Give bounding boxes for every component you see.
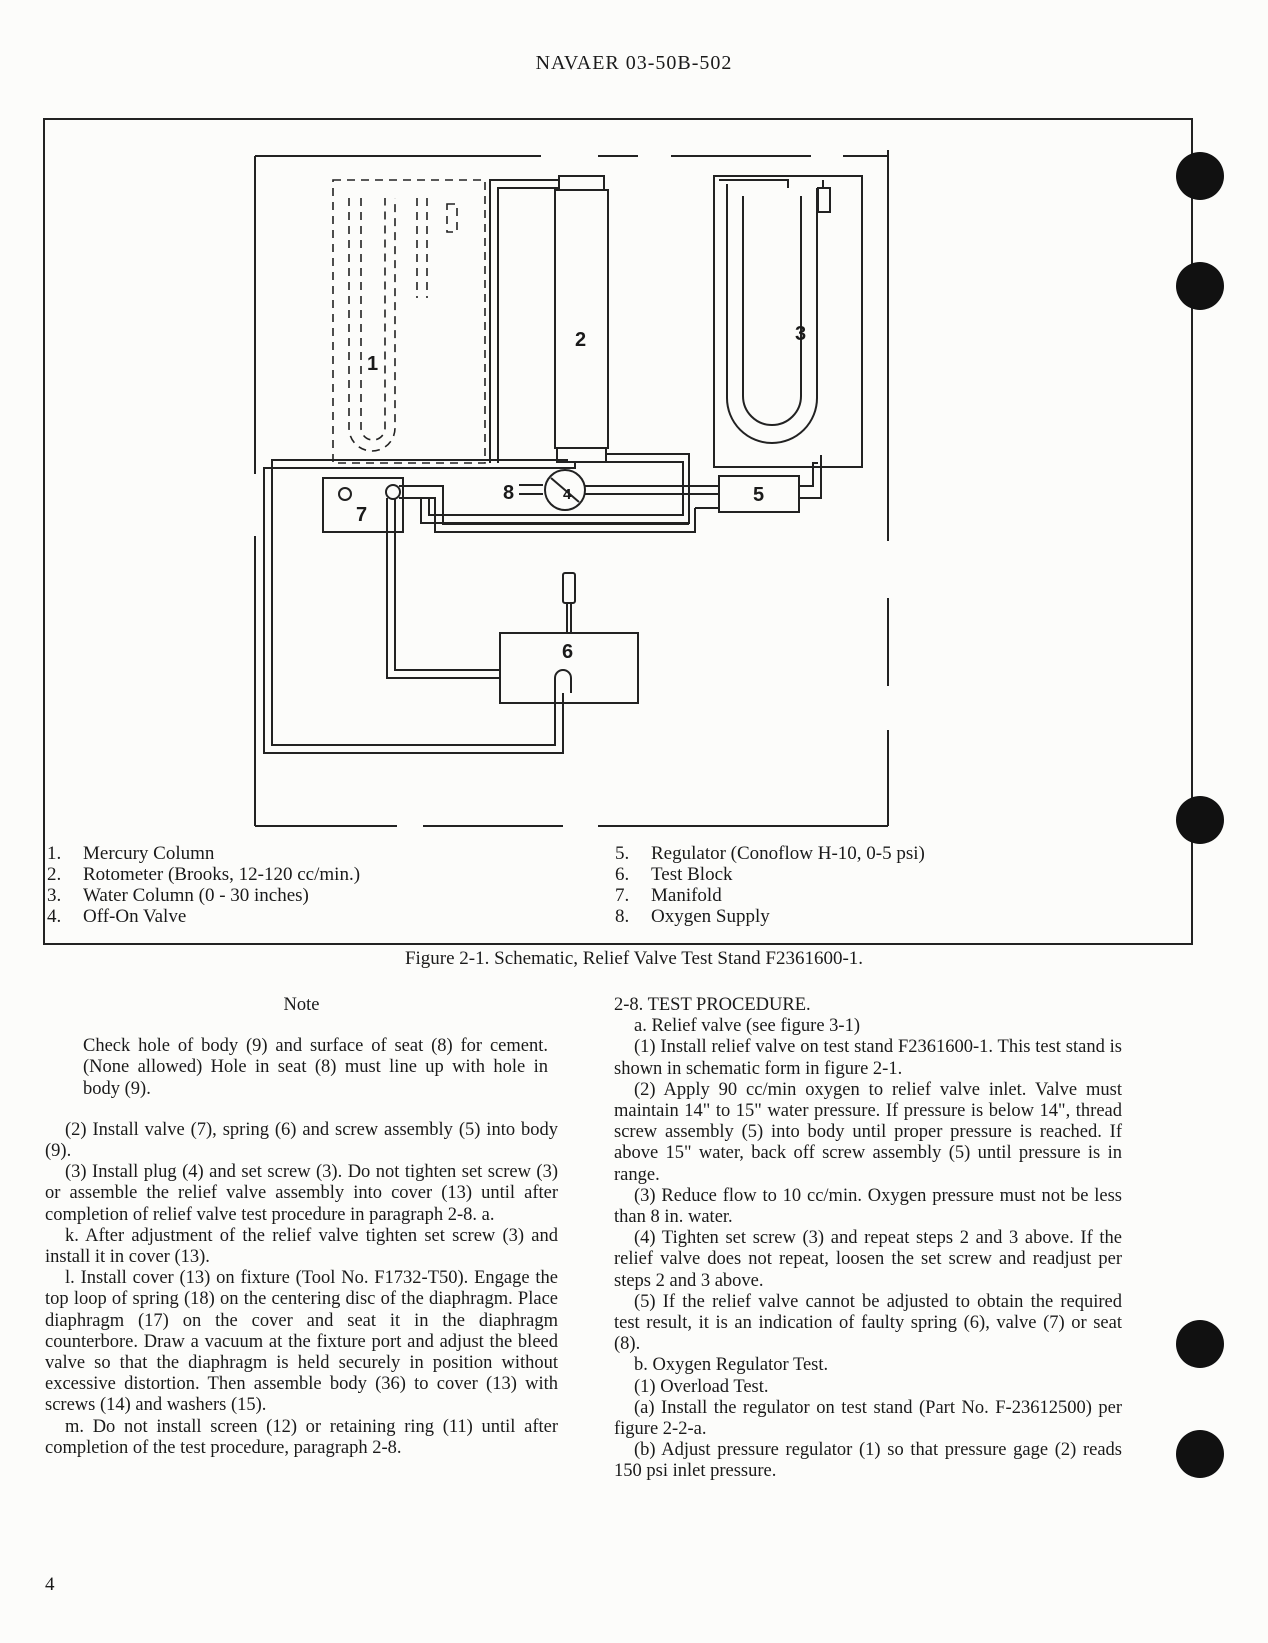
legend-number: 4. [47, 906, 62, 927]
label-2: 2 [575, 329, 586, 351]
label-1: 1 [367, 353, 378, 375]
regulator [718, 475, 800, 513]
label-8: 8 [503, 482, 514, 504]
paragraph: (5) If the relief valve cannot be adjust… [614, 1291, 1122, 1355]
punch-hole [1176, 152, 1224, 200]
paragraph: (2) Install valve (7), spring (6) and sc… [45, 1119, 558, 1162]
legend-text: Mercury Column [83, 843, 215, 864]
punch-hole [1176, 262, 1224, 310]
legend-text: Off-On Valve [83, 906, 187, 927]
left-column: Note Check hole of body (9) and surface … [45, 995, 558, 1459]
figure-caption: Figure 2-1. Schematic, Relief Valve Test… [404, 948, 864, 969]
paragraph: (3) Install plug (4) and set screw (3). … [45, 1162, 558, 1225]
paragraph: (1) Install relief valve on test stand F… [614, 1037, 1122, 1079]
legend-item: 6. Test Block [615, 864, 925, 885]
legend-item: 5. Regulator (Conoflow H-10, 0-5 psi) [615, 843, 925, 864]
legend-item: 3. Water Column (0 - 30 inches) [47, 885, 360, 906]
legend-text: Rotometer (Brooks, 12-120 cc/min.) [83, 864, 361, 885]
legend-number: 6. [615, 864, 630, 885]
paragraph: l. Install cover (13) on fixture (Tool N… [45, 1268, 558, 1416]
label-4: 4 [563, 486, 572, 503]
legend-text: Water Column (0 - 30 inches) [83, 885, 309, 906]
document-number: NAVAER 03-50B-502 [535, 52, 733, 74]
paragraph: (2) Apply 90 cc/min oxygen to relief val… [614, 1079, 1122, 1185]
rotometer [554, 175, 609, 463]
paragraph: b. Oxygen Regulator Test. [634, 1355, 829, 1376]
label-7: 7 [356, 504, 367, 526]
paragraph: k. After adjustment of the relief valve … [45, 1225, 558, 1268]
legend-text: Regulator (Conoflow H-10, 0-5 psi) [651, 843, 925, 864]
legend-number: 2. [47, 864, 62, 885]
section-title: 2-8. TEST PROCEDURE. [614, 995, 811, 1015]
page-number: 4 [45, 1574, 55, 1595]
label-5: 5 [753, 484, 764, 506]
paragraph: a. Relief valve (see figure 3-1) [634, 1016, 861, 1037]
water-column [713, 175, 863, 468]
legend-text: Oxygen Supply [651, 906, 770, 927]
schematic-diagram: 1 2 3 4 5 6 7 8 [254, 150, 889, 827]
legend-number: 8. [615, 906, 630, 927]
legend-text: Manifold [651, 885, 722, 906]
paragraph: (1) Overload Test. [634, 1376, 769, 1397]
note-title: Note [283, 995, 320, 1015]
right-column: 2-8. TEST PROCEDURE. a. Relief valve (se… [614, 995, 1122, 1483]
legend-left: 1. Mercury Column 2. Rotometer (Brooks, 12… [47, 843, 360, 927]
manifold [322, 477, 404, 533]
legend-right: 5. Regulator (Conoflow H-10, 0-5 psi) 6. T… [615, 843, 925, 927]
legend-number: 5. [615, 843, 630, 864]
legend-text: Test Block [651, 864, 733, 885]
legend-item: 1. Mercury Column [47, 843, 360, 864]
note-body: Check hole of body (9) and surface of se… [83, 1036, 548, 1099]
legend-number: 7. [615, 885, 630, 906]
figure-frame [43, 118, 1193, 945]
legend-item: 7. Manifold [615, 885, 925, 906]
test-block [499, 632, 639, 704]
legend-number: 3. [47, 885, 62, 906]
paragraph: (a) Install the regulator on test stand … [614, 1397, 1122, 1440]
paragraph: (b) Adjust pressure regulator (1) so tha… [614, 1440, 1122, 1482]
punch-hole [1176, 796, 1224, 844]
paragraph: m. Do not install screen (12) or retaini… [45, 1416, 558, 1458]
punch-hole [1176, 1430, 1224, 1478]
mercury-column [332, 179, 486, 464]
legend-item: 2. Rotometer (Brooks, 12-120 cc/min.) [47, 864, 360, 885]
legend-item: 4. Off-On Valve [47, 906, 360, 927]
label-6: 6 [562, 641, 573, 663]
legend-number: 1. [47, 843, 62, 864]
enclosure-outline [254, 150, 889, 827]
legend-item: 8. Oxygen Supply [615, 906, 925, 927]
label-3: 3 [795, 323, 806, 345]
punch-hole [1176, 1320, 1224, 1368]
paragraph: (4) Tighten set screw (3) and repeat ste… [614, 1228, 1122, 1291]
paragraph: (3) Reduce flow to 10 cc/min. Oxygen pre… [614, 1185, 1122, 1228]
